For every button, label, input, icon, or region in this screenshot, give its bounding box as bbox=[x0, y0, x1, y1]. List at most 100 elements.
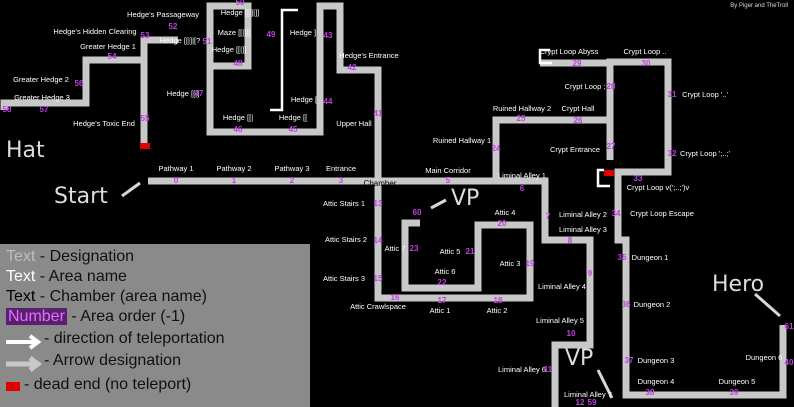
area-order-number: 25 bbox=[517, 114, 526, 123]
area-label: Hedge [ bbox=[291, 95, 318, 104]
area-order-number: 7 bbox=[546, 212, 551, 221]
area-order-number: 61 bbox=[785, 322, 794, 331]
legend-desc-designation: - Designation bbox=[35, 248, 135, 265]
area-label: Attic 7 bbox=[385, 244, 406, 253]
callout-hat: Hat bbox=[6, 138, 45, 163]
legend-desc-order: - Area order (-1) bbox=[66, 308, 186, 325]
area-order-number: 21 bbox=[466, 247, 475, 256]
area-order-number: 1 bbox=[232, 176, 237, 185]
area-label: Dungeon 1 bbox=[632, 253, 669, 262]
area-order-number: 52 bbox=[169, 22, 178, 31]
area-label: Crypt Loop ';..;' bbox=[680, 149, 731, 158]
area-label: Crypt Loop Escape bbox=[630, 209, 694, 218]
legend-desc-dead-end: - dead end (no teleport) bbox=[24, 376, 192, 393]
dead-end-marker bbox=[604, 170, 614, 176]
area-order-number: 18 bbox=[494, 296, 503, 305]
area-order-number: 29 bbox=[573, 59, 582, 68]
corridor-4 bbox=[496, 177, 594, 407]
area-label: Attic Stairs 3 bbox=[323, 274, 365, 283]
area-order-number: 22 bbox=[438, 278, 447, 287]
legend-desc-chamber: - Chamber (area name) bbox=[35, 288, 207, 305]
area-label: Dungeon 2 bbox=[634, 300, 671, 309]
area-order-number: 2 bbox=[290, 176, 295, 185]
area-label: Crypt Hall bbox=[562, 104, 595, 113]
area-order-number: 47 bbox=[195, 89, 204, 98]
legend-desc-teleport: - direction of teleportation bbox=[44, 330, 225, 347]
area-order-number: 39 bbox=[730, 388, 739, 397]
area-order-number: 42 bbox=[348, 63, 357, 72]
area-order-number: 40 bbox=[785, 358, 794, 367]
area-label: Upper Hall bbox=[336, 119, 372, 128]
area-label: Dungeon 4 bbox=[638, 377, 675, 386]
area-order-number: 24 bbox=[492, 144, 501, 153]
legend-row-designation: Text - Designation bbox=[6, 248, 134, 266]
area-order-number: 57 bbox=[40, 105, 49, 114]
area-order-number: 23 bbox=[410, 244, 419, 253]
legend-row-order: Number - Area order (-1) bbox=[6, 308, 185, 326]
corridor-5 bbox=[606, 58, 787, 399]
area-order-number: 11 bbox=[544, 365, 553, 374]
area-label: Chamber bbox=[364, 179, 397, 188]
callout-pointer-0 bbox=[121, 181, 141, 198]
area-order-number: 38 bbox=[646, 388, 655, 397]
area-order-number: 19 bbox=[526, 259, 535, 268]
area-order-number: 17 bbox=[438, 296, 447, 305]
legend-desc-arrow: - Arrow designation bbox=[44, 352, 181, 369]
area-order-number: 58 bbox=[3, 105, 12, 114]
callout-start: Start bbox=[54, 184, 108, 209]
legend-row-arrow: - Arrow designation bbox=[44, 352, 181, 370]
area-order-number: 5 bbox=[446, 176, 451, 185]
teleport-arrow-layer bbox=[121, 8, 781, 399]
legend-row-area-name: Text - Area name bbox=[6, 268, 127, 286]
legend: Text - Designation Text - Area name Text… bbox=[0, 244, 310, 407]
callout-vp-bottom: VP bbox=[565, 346, 594, 371]
area-label: Hedge's Toxic End bbox=[73, 119, 135, 128]
area-label: Dungeon 3 bbox=[638, 356, 675, 365]
area-order-number: 55 bbox=[141, 114, 150, 123]
area-label: Attic 1 bbox=[430, 306, 451, 315]
area-label: Hedge's Passageway bbox=[127, 10, 199, 19]
legend-dead-end-swatch bbox=[6, 382, 20, 391]
area-order-number: 56 bbox=[75, 79, 84, 88]
area-label: Entrance bbox=[326, 164, 356, 173]
area-label: Greater Hedge 3 bbox=[14, 93, 70, 102]
area-label: Crypt Entrance bbox=[550, 145, 600, 154]
area-order-number: 34 bbox=[612, 209, 621, 218]
legend-sample-chamber: Text bbox=[6, 288, 36, 305]
area-label: Attic 2 bbox=[487, 306, 508, 315]
area-order-number: 6 bbox=[520, 184, 525, 193]
area-order-number: 0 bbox=[174, 176, 179, 185]
area-order-number: 27 bbox=[607, 142, 616, 151]
area-label: Attic 4 bbox=[495, 208, 516, 217]
area-label: Hedge ] bbox=[290, 28, 316, 37]
area-order-number: 10 bbox=[567, 329, 576, 338]
legend-row-dead-end: - dead end (no teleport) bbox=[24, 376, 191, 394]
area-label: Liminal Alley 6 bbox=[498, 365, 546, 374]
credit-text: By Piger and TheTroll bbox=[730, 3, 788, 9]
area-order-number: 33 bbox=[634, 174, 643, 183]
area-order-number: 59 bbox=[588, 398, 597, 407]
area-order-number: 54 bbox=[108, 52, 117, 61]
area-label: Hedge [[|]|[? bbox=[160, 36, 201, 45]
area-label: Liminal Alley 4 bbox=[538, 282, 586, 291]
area-order-number: 49 bbox=[267, 30, 276, 39]
area-order-number: 31 bbox=[668, 90, 677, 99]
area-label: Attic Stairs 1 bbox=[323, 199, 365, 208]
area-order-number: 45 bbox=[289, 125, 298, 134]
legend-row-teleport: - direction of teleportation bbox=[44, 330, 225, 348]
area-order-number: 53 bbox=[141, 31, 150, 40]
area-label: Greater Hedge 2 bbox=[13, 75, 69, 84]
area-label: Greater Hedge 1 bbox=[80, 42, 136, 51]
area-label: Pathway 3 bbox=[274, 164, 309, 173]
area-order-number: 9 bbox=[588, 269, 593, 278]
area-label: Liminal Alley 3 bbox=[559, 225, 607, 234]
area-label: Crypt Loop Abyss bbox=[540, 47, 599, 56]
area-order-number: 8 bbox=[568, 236, 573, 245]
area-label: Maze [[|]|] bbox=[218, 28, 251, 37]
area-order-number: 20 bbox=[498, 219, 507, 228]
area-label: Crypt Loop ; bbox=[565, 82, 606, 91]
legend-teleport-arrow-icon bbox=[6, 334, 42, 350]
